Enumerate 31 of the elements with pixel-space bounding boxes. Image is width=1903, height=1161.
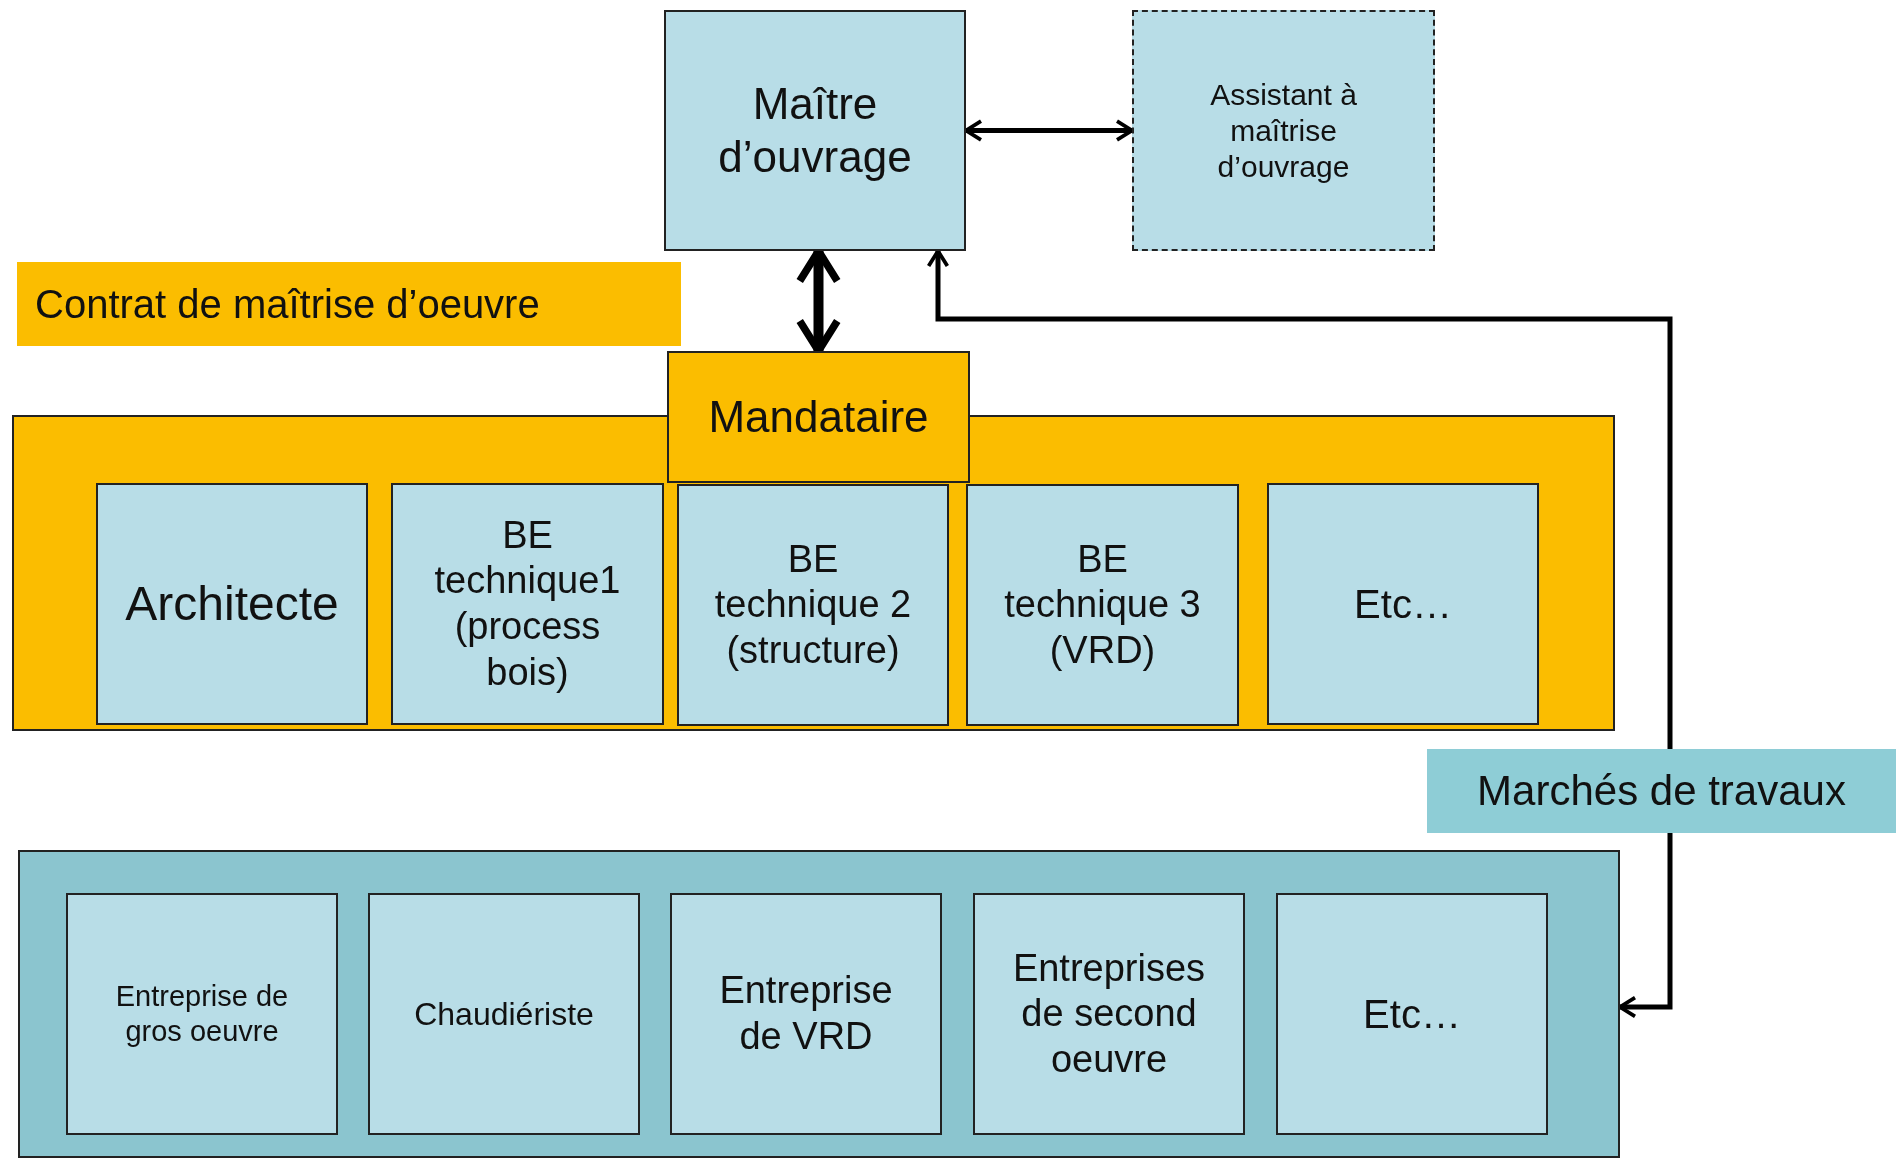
process-box (973, 893, 1245, 1135)
node-text: Mandataire (708, 390, 929, 443)
node-text: Etc… (1354, 581, 1452, 628)
node-text: BE technique1 (process bois) (433, 512, 622, 695)
process-box (670, 893, 942, 1135)
process-box (1267, 483, 1539, 725)
node-text: Entreprises de second oeuvre (1011, 945, 1207, 1082)
node-text: Entreprise de gros oeuvre (114, 979, 290, 1049)
edge-label: Marchés de travaux (1427, 749, 1896, 833)
node-text: Maître d’ouvrage (717, 77, 913, 183)
node-text: BE technique 2 (structure) (713, 536, 913, 673)
node-text: Etc… (1363, 991, 1461, 1038)
process-box (391, 483, 664, 725)
arrow (926, 249, 1673, 1019)
process-box (677, 484, 949, 726)
node-text: BE technique 3 (VRD) (1003, 536, 1202, 673)
node-text: Assistant à maîtrise d’ouvrage (1209, 76, 1358, 185)
node-text: Entreprise de VRD (718, 968, 894, 1059)
heading-box (17, 262, 681, 346)
group-panel (18, 850, 1620, 1158)
process-box (66, 893, 338, 1135)
process-box (368, 893, 640, 1135)
process-box (96, 483, 368, 725)
process-box (1132, 10, 1435, 251)
process-box (664, 10, 966, 251)
process-box (1276, 893, 1548, 1135)
node-text: Chaudiériste (414, 994, 594, 1034)
node-text: Contrat de maîtrise d’oeuvre (35, 281, 540, 328)
process-box (966, 484, 1239, 726)
node-text: Architecte (125, 576, 339, 633)
process-box (667, 351, 970, 483)
